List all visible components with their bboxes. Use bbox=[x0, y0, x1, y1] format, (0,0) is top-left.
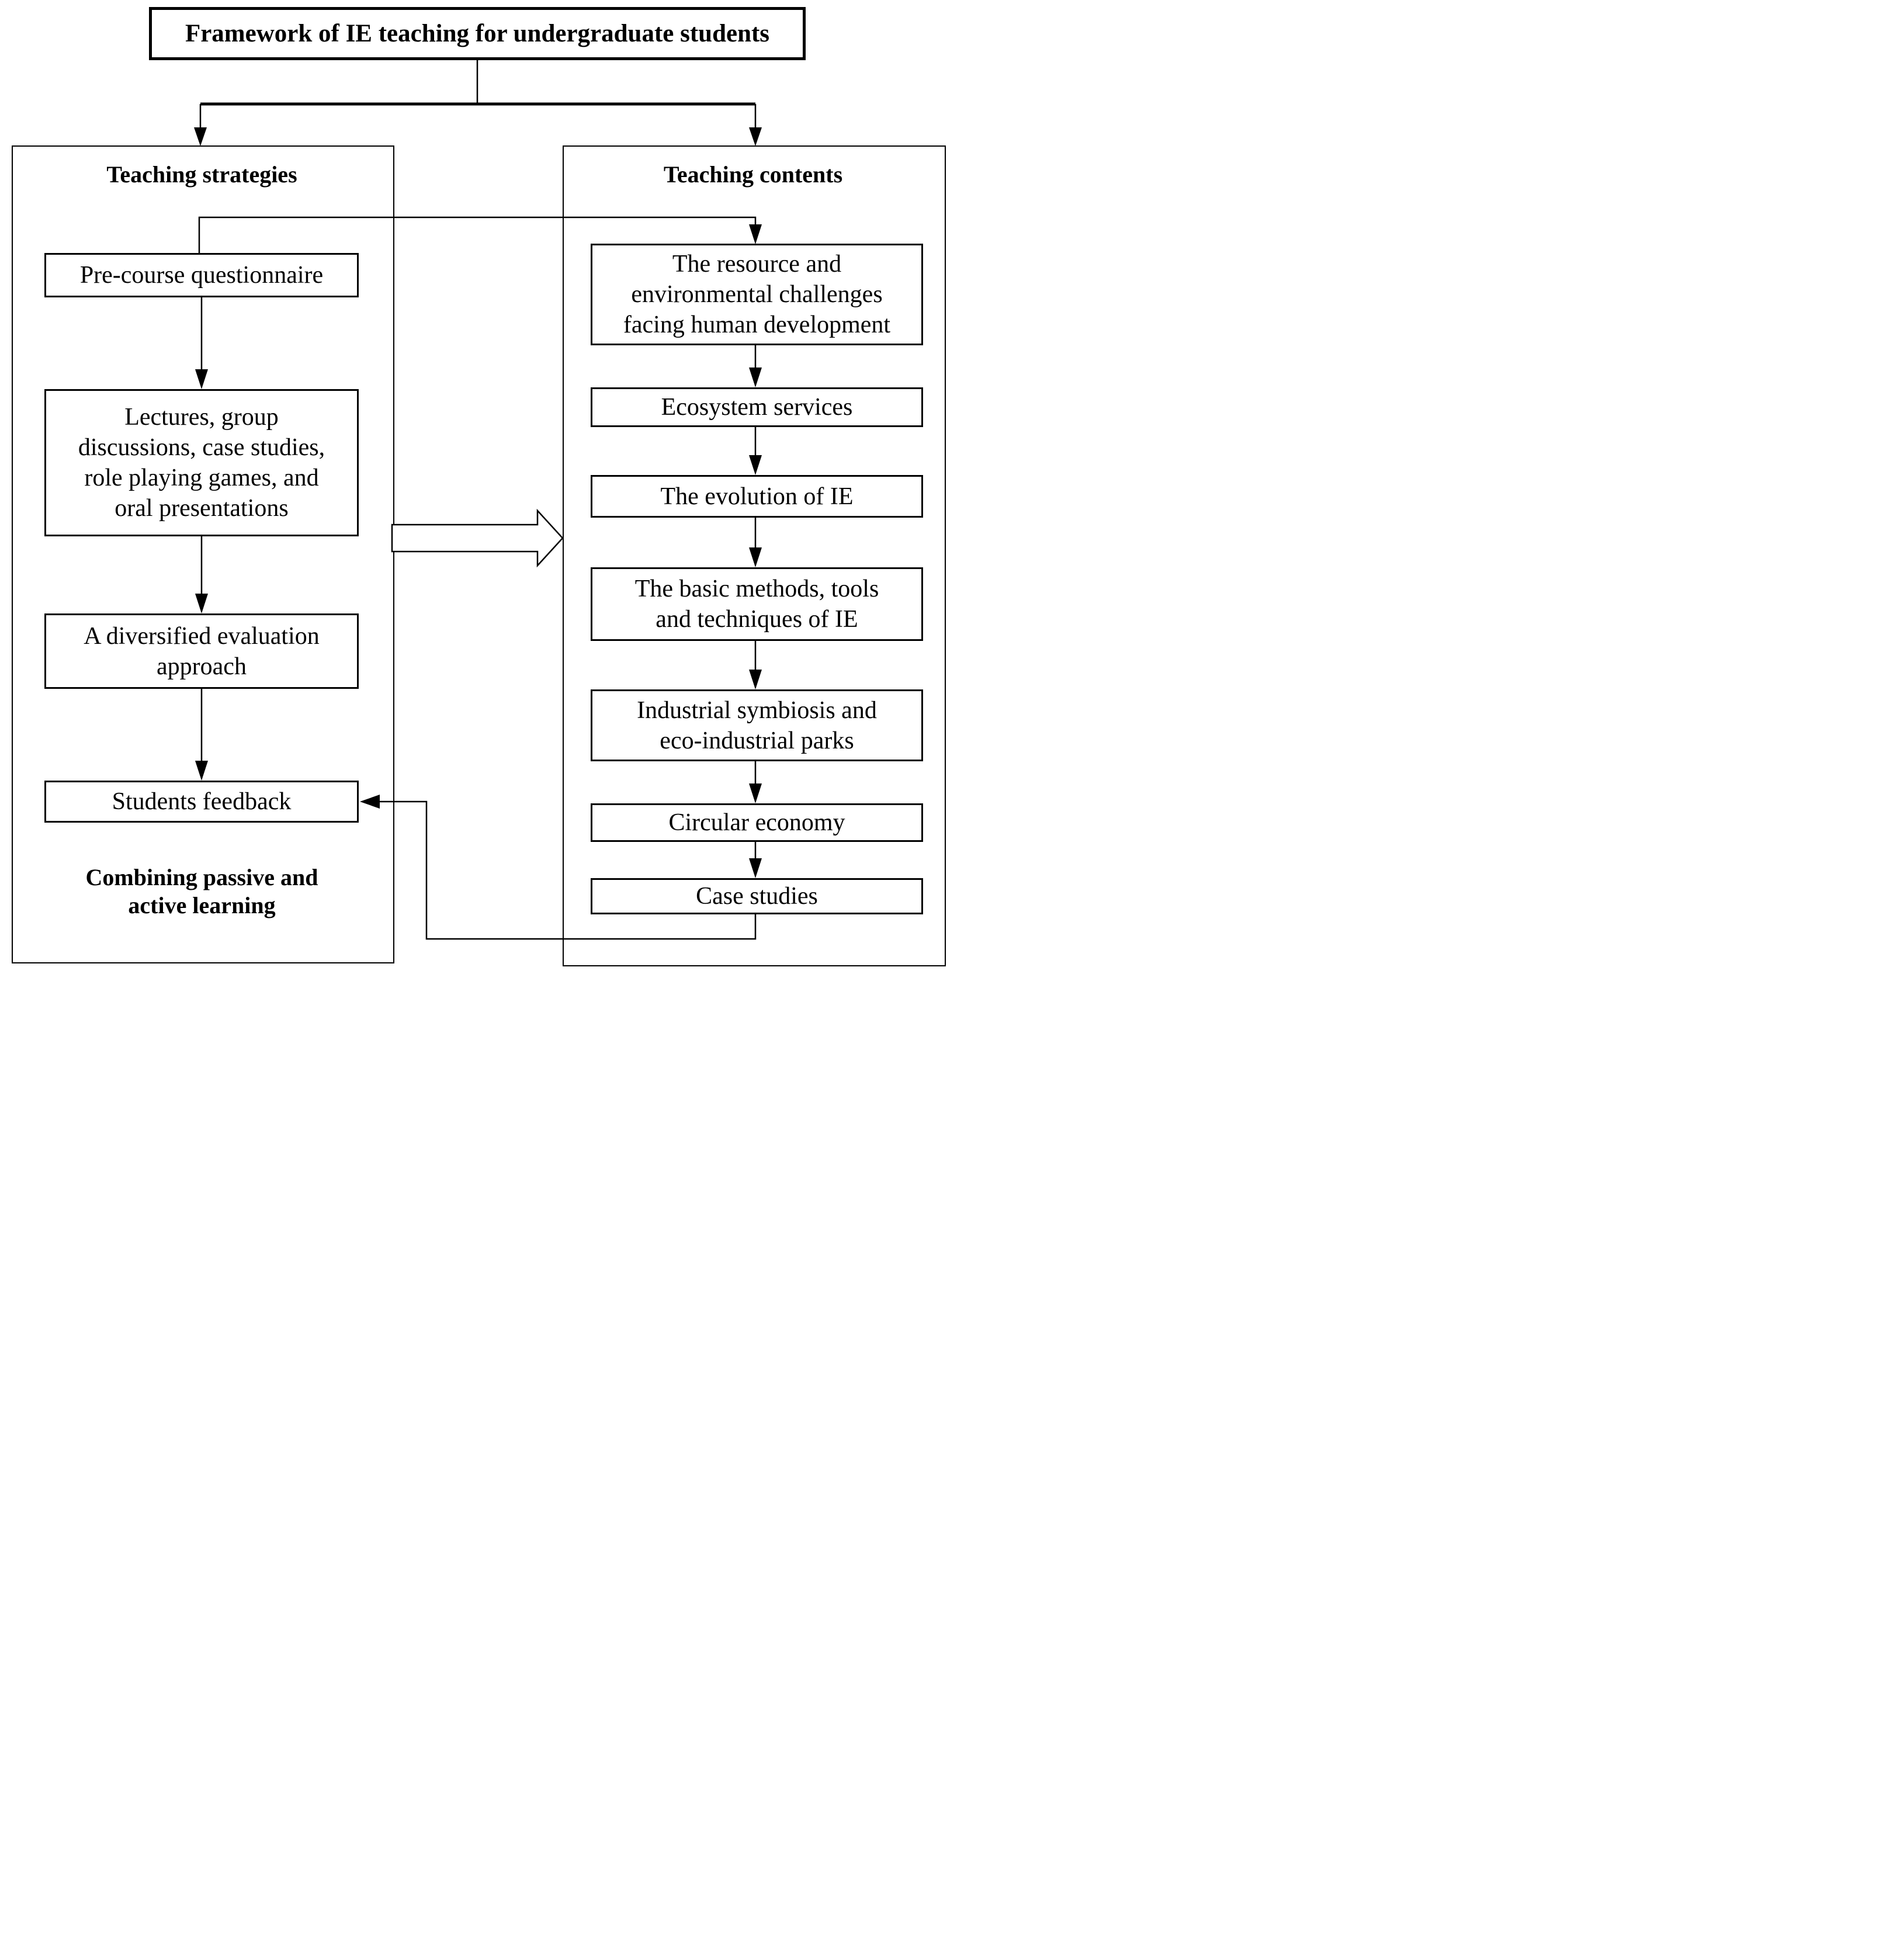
arrow-contents-5-6-head-icon bbox=[749, 783, 762, 803]
box-lectures-activities: Lectures, group discussions, case studie… bbox=[44, 389, 359, 536]
box-resource-environmental-challenges: The resource and environmental challenge… bbox=[591, 244, 923, 345]
arrow-split-right-head-icon bbox=[749, 127, 762, 146]
box-diversified-evaluation: A diversified evaluation approach bbox=[44, 613, 359, 689]
box-students-feedback: Students feedback bbox=[44, 781, 359, 823]
box-pre-course-questionnaire: Pre-course questionnaire bbox=[44, 253, 359, 297]
box-case-studies: Case studies bbox=[591, 878, 923, 914]
right-panel-header: Teaching contents bbox=[663, 161, 843, 188]
arrow-contents-2-3-head-icon bbox=[749, 455, 762, 475]
arrow-contents-entry-head-icon bbox=[749, 224, 762, 244]
box-label: The evolution of IE bbox=[660, 483, 854, 510]
hollow-arrow-strategies-to-contents-icon bbox=[391, 508, 564, 568]
title-box: Framework of IE teaching for undergradua… bbox=[149, 7, 806, 60]
box-label: The resource and environmental challenge… bbox=[623, 251, 891, 338]
left-panel-header: Teaching strategies bbox=[106, 161, 297, 188]
arrow-contents-3-4-head-icon bbox=[749, 547, 762, 567]
arrow-contents-1-2-head-icon bbox=[749, 367, 762, 387]
arrow-evaluation-feedback-head-icon bbox=[195, 761, 208, 781]
teaching-strategies-panel bbox=[12, 145, 394, 963]
box-basic-methods-tools: The basic methods, tools and techniques … bbox=[591, 567, 923, 641]
box-ecosystem-services: Ecosystem services bbox=[591, 387, 923, 427]
flowchart-framework: Framework of IE teaching for undergradua… bbox=[0, 0, 952, 973]
box-label: Circular economy bbox=[668, 809, 845, 836]
arrow-lectures-evaluation-head-icon bbox=[195, 594, 208, 613]
box-label: Pre-course questionnaire bbox=[79, 262, 324, 289]
box-label: Case studies bbox=[696, 883, 818, 910]
box-circular-economy: Circular economy bbox=[591, 803, 923, 842]
box-industrial-symbiosis: Industrial symbiosis and eco-industrial … bbox=[591, 689, 923, 761]
teaching-contents-panel bbox=[563, 145, 946, 966]
arrow-split-left-head-icon bbox=[194, 127, 207, 146]
arrow-feedback-head-icon bbox=[360, 795, 380, 809]
box-evolution-of-ie: The evolution of IE bbox=[591, 475, 923, 518]
box-label: Industrial symbiosis and eco-industrial … bbox=[637, 696, 877, 754]
box-label: Ecosystem services bbox=[661, 394, 853, 421]
box-label: A diversified evaluation approach bbox=[84, 622, 320, 680]
page-title: Framework of IE teaching for undergradua… bbox=[185, 19, 770, 47]
combining-learning-note: Combining passive and active learning bbox=[85, 864, 318, 918]
arrow-contents-6-7-head-icon bbox=[749, 858, 762, 878]
connector-strategies-to-contents bbox=[198, 216, 757, 253]
box-label: Students feedback bbox=[112, 788, 292, 815]
arrow-precourse-lectures-head-icon bbox=[195, 369, 208, 389]
box-label: The basic methods, tools and techniques … bbox=[634, 575, 879, 633]
arrow-contents-4-5-head-icon bbox=[749, 670, 762, 689]
box-label: Lectures, group discussions, case studie… bbox=[78, 404, 325, 522]
connector-layer bbox=[194, 60, 762, 940]
connector-casestudies-to-feedback bbox=[380, 800, 757, 940]
